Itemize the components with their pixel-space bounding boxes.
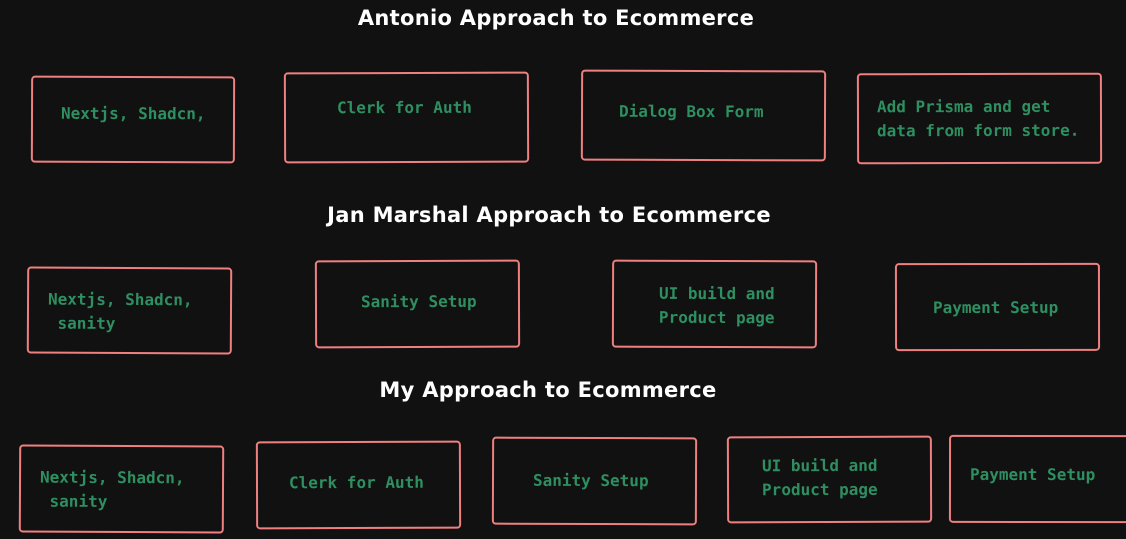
jan-step-1-label: Nextjs, Shadcn, sanity [47, 289, 193, 333]
jan-step-4-box[interactable]: Payment Setup [894, 262, 1101, 352]
antonio-step-2-box[interactable]: Clerk for Auth [283, 71, 530, 164]
my-step-2-box[interactable]: Clerk for Auth [255, 440, 462, 530]
section-title-antonio: Antonio Approach to Ecommerce [357, 6, 755, 30]
jan-step-1-box[interactable]: Nextjs, Shadcn, sanity [26, 266, 233, 355]
my-step-1-label: Nextjs, Shadcn, sanity [39, 467, 185, 511]
my-step-4-box[interactable]: UI build and Product page [726, 435, 933, 524]
my-step-3-label: Sanity Setup [532, 470, 649, 491]
my-step-5-box[interactable]: Payment Setup [948, 434, 1126, 524]
jan-step-2-label: Sanity Setup [360, 291, 477, 312]
jan-step-4-label: Payment Setup [932, 297, 1059, 318]
jan-step-2-box[interactable]: Sanity Setup [314, 259, 521, 349]
my-step-1-box[interactable]: Nextjs, Shadcn, sanity [18, 444, 225, 534]
my-step-2-label: Clerk for Auth [288, 472, 424, 493]
section-title-jan-marshal: Jan Marshal Approach to Ecommerce [327, 203, 771, 227]
antonio-step-1-label: Nextjs, Shadcn, [60, 103, 206, 124]
section-title-my: My Approach to Ecommerce [379, 378, 717, 402]
antonio-step-4-box[interactable]: Add Prisma and get data from form store. [856, 72, 1103, 165]
jan-step-3-label: UI build and Product page [658, 283, 775, 328]
jan-step-3-box[interactable]: UI build and Product page [611, 259, 818, 349]
my-step-4-label: UI build and Product page [761, 455, 878, 500]
my-step-5-label: Payment Setup [969, 464, 1096, 485]
antonio-step-3-box[interactable]: Dialog Box Form [580, 69, 827, 162]
antonio-step-2-label: Clerk for Auth [336, 97, 472, 118]
antonio-step-4-label: Add Prisma and get data from form store. [876, 96, 1080, 141]
my-step-3-box[interactable]: Sanity Setup [491, 436, 698, 526]
antonio-step-3-label: Dialog Box Form [618, 101, 764, 122]
antonio-step-1-box[interactable]: Nextjs, Shadcn, [30, 75, 236, 164]
